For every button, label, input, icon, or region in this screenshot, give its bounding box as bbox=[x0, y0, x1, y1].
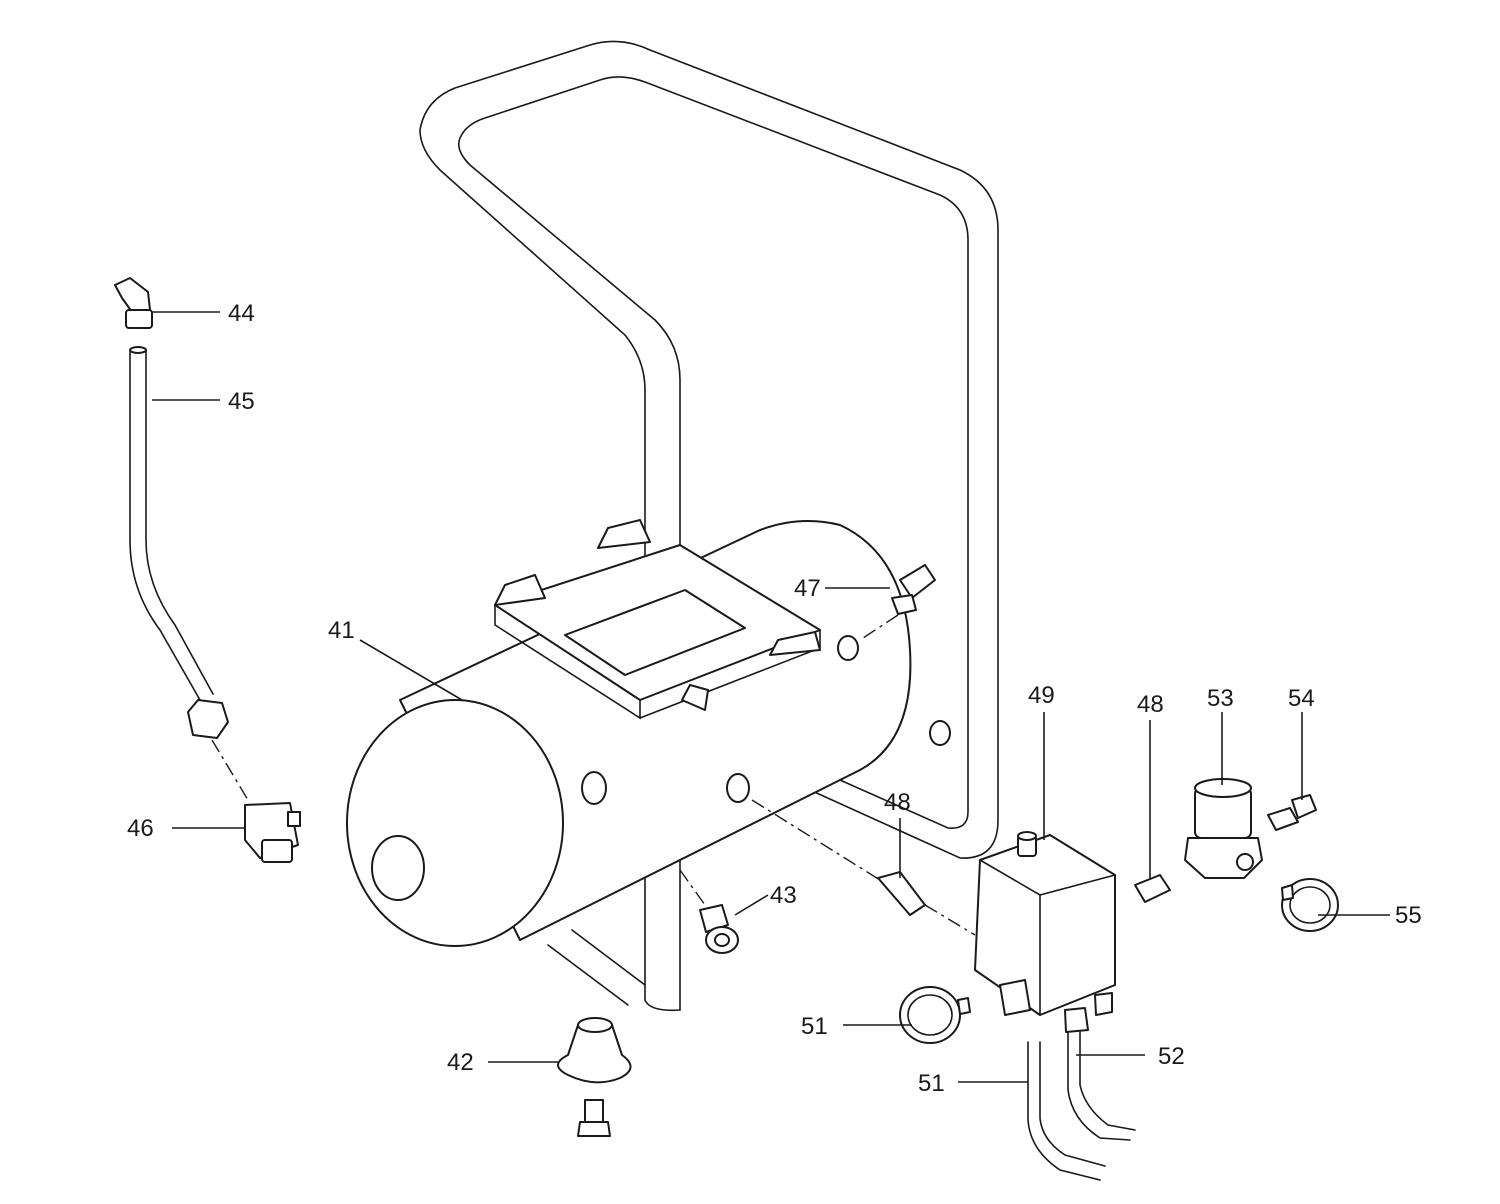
handle-frame bbox=[419, 40, 999, 1012]
callout-46: 46 bbox=[127, 815, 154, 842]
callout-51-gauge: 51 bbox=[801, 1013, 828, 1040]
callout-45: 45 bbox=[228, 388, 255, 415]
air-pipe bbox=[129, 346, 249, 801]
callout-47: 47 bbox=[794, 575, 821, 602]
callout-52: 52 bbox=[1158, 1043, 1185, 1070]
hoses bbox=[1027, 1031, 1136, 1181]
safety-valve bbox=[859, 564, 936, 641]
callout-labels: 41 42 43 44 45 46 47 48 48 49 51 51 52 5… bbox=[127, 300, 1422, 1097]
pressure-switch bbox=[974, 831, 1116, 1033]
callout-43: 43 bbox=[770, 882, 797, 909]
callout-41: 41 bbox=[328, 617, 355, 644]
nipple-fitting-48-tank bbox=[751, 799, 976, 936]
callout-48-right: 48 bbox=[1137, 691, 1164, 718]
elbow-fitting bbox=[114, 277, 153, 329]
nipple-fitting-48-right bbox=[1134, 874, 1171, 903]
rubber-foot bbox=[557, 1017, 632, 1137]
callout-42: 42 bbox=[447, 1049, 474, 1076]
callout-49: 49 bbox=[1028, 682, 1055, 709]
callout-48-tank: 48 bbox=[884, 789, 911, 816]
drain-valve bbox=[679, 869, 739, 954]
callout-44: 44 bbox=[228, 300, 255, 327]
motor-mounting-plate bbox=[494, 519, 821, 720]
pressure-regulator bbox=[1184, 778, 1263, 879]
check-valve bbox=[244, 802, 301, 863]
pressure-gauge-51 bbox=[899, 986, 971, 1044]
callout-55: 55 bbox=[1395, 902, 1422, 929]
callout-53: 53 bbox=[1207, 685, 1234, 712]
pressure-gauge-55 bbox=[1281, 878, 1339, 932]
callout-54: 54 bbox=[1288, 685, 1315, 712]
quick-coupler bbox=[1267, 794, 1317, 831]
leader-lines bbox=[152, 311, 1390, 1083]
callout-51-hose: 51 bbox=[918, 1070, 945, 1097]
